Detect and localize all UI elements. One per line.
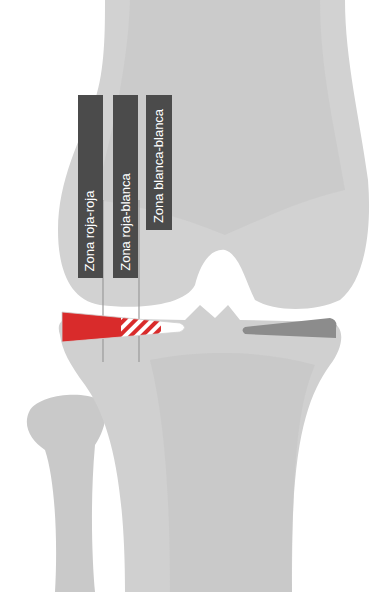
lateral-meniscus-outline bbox=[62, 312, 185, 342]
zone-label-box: Zona blanca-blanca bbox=[146, 95, 172, 230]
lateral-meniscus bbox=[55, 305, 195, 350]
femur bbox=[58, 0, 369, 309]
zone-label: Zona roja-roja bbox=[82, 190, 98, 271]
fibula bbox=[27, 395, 106, 592]
tibia bbox=[59, 305, 342, 592]
zone-label: Zona blanca-blanca bbox=[151, 109, 167, 223]
leader-line bbox=[138, 200, 139, 362]
zone-label: Zona roja-blanca bbox=[117, 173, 133, 271]
tibia-shade bbox=[150, 353, 315, 592]
medial-meniscus bbox=[243, 318, 337, 338]
zone-label-box: Zona roja-blanca bbox=[113, 95, 138, 278]
zone-label-box: Zona roja-roja bbox=[78, 95, 103, 278]
